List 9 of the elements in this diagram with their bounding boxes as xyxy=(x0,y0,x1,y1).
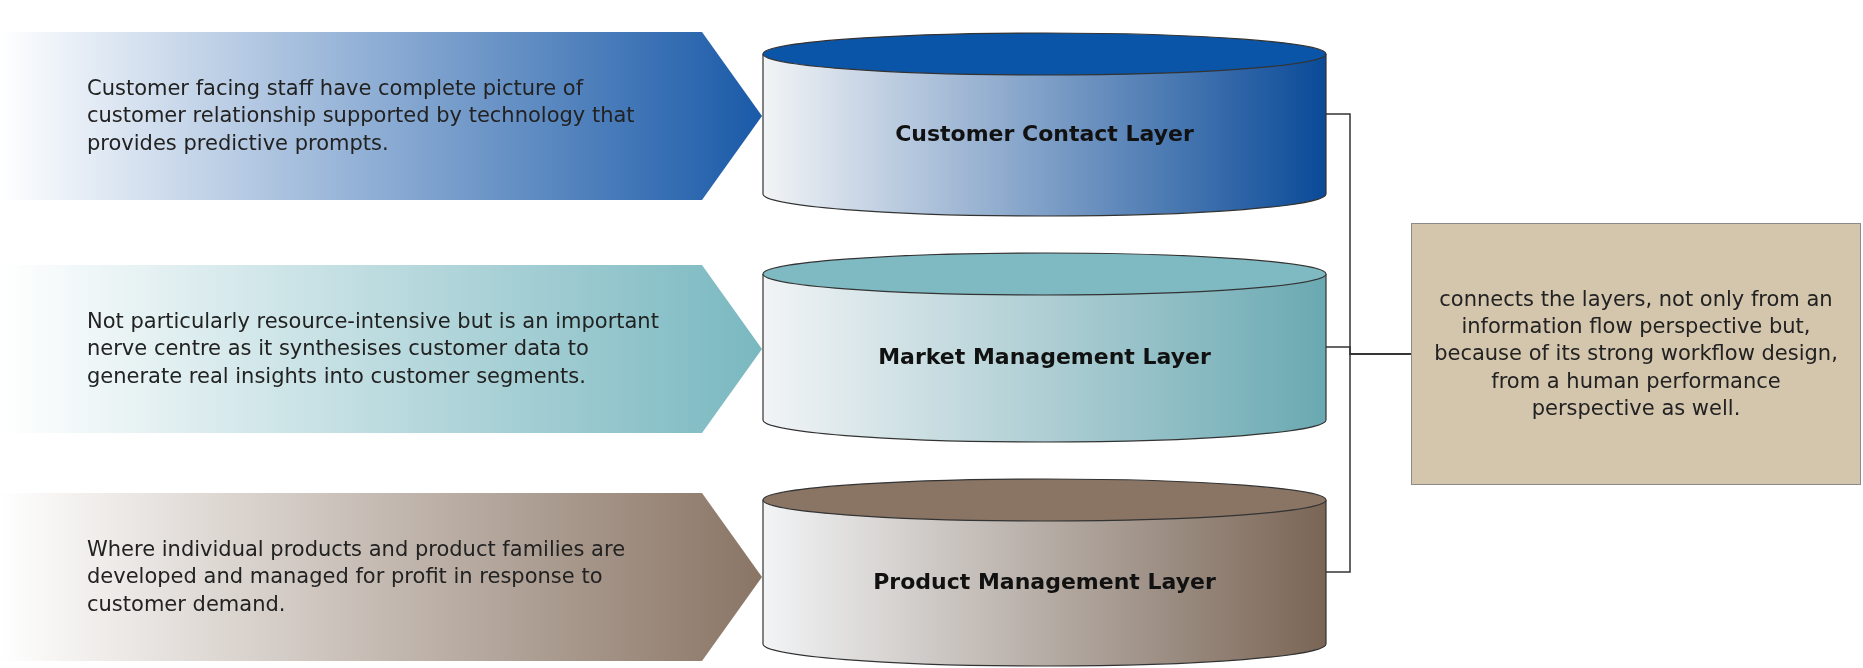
note-box xyxy=(1411,223,1861,485)
description-text: Not particularly resource-intensive but is an important nerve centre as it synthesises customer data to generate real insights into customer segments. xyxy=(87,308,660,390)
connector-line xyxy=(1325,353,1412,573)
layer-label: Market Management Layer xyxy=(877,344,1212,369)
note-text: connects the layers, not only from an information flow perspective but, because of its strong workflow design, from a human performance perspective as well. xyxy=(1433,285,1839,422)
description-text: Where individual products and product families are developed and managed for profit in response to customer demand. xyxy=(87,536,627,618)
layer-label: Product Management Layer xyxy=(872,569,1217,594)
description-text: Customer facing staff have complete picture of customer relationship supported by technology that provides predictive prompts. xyxy=(87,75,636,157)
layer-label: Customer Contact Layer xyxy=(894,121,1195,146)
